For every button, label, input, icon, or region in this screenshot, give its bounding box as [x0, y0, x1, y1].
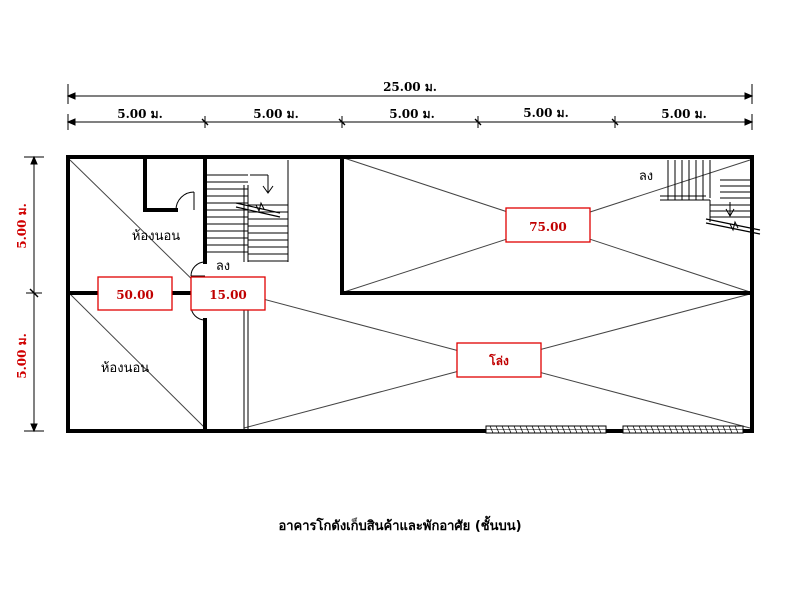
stair-down-left-label: ลง [216, 259, 230, 274]
area-badge-bedroom: 50.00 [97, 276, 173, 311]
area-badge-stair-text: 15.00 [209, 288, 247, 302]
segment-dimensions [66, 114, 754, 130]
area-badge-hall-text: 75.00 [529, 220, 567, 234]
drawing-caption: อาคารโกดังเก็บสินค้าและพักอาศัย (ชั้นบน) [278, 515, 521, 534]
staircase-right [660, 160, 761, 235]
sliding-door-2 [622, 425, 744, 434]
area-badge-open-text: โล่ง [488, 353, 509, 368]
bedroom-bottom-label: ห้องนอน [101, 361, 149, 376]
area-badge-hall: 75.00 [505, 207, 591, 243]
overall-dimension-label: 25.00 ม. [383, 80, 437, 94]
vertical-dimension-bottom: 5.00 ม. [15, 333, 29, 379]
segment-dimension-2: 5.00 ม. [253, 107, 299, 121]
segment-dimension-1: 5.00 ม. [117, 107, 163, 121]
vertical-dimension [24, 155, 44, 433]
sliding-door-1 [485, 425, 607, 434]
segment-dimension-3: 5.00 ม. [389, 107, 435, 121]
area-badge-open: โล่ง [456, 342, 542, 378]
vertical-dimension-top: 5.00 ม. [15, 203, 29, 249]
bedroom-top-label: ห้องนอน [132, 229, 180, 244]
area-badge-stair: 15.00 [190, 276, 266, 311]
area-badge-bedroom-text: 50.00 [116, 288, 154, 302]
staircase-left [207, 160, 289, 431]
segment-dimension-5: 5.00 ม. [661, 107, 707, 121]
stair-down-right-label: ลง [639, 169, 653, 184]
segment-dimension-4: 5.00 ม. [523, 106, 569, 120]
walls [66, 155, 754, 433]
overall-dimension [66, 84, 754, 104]
